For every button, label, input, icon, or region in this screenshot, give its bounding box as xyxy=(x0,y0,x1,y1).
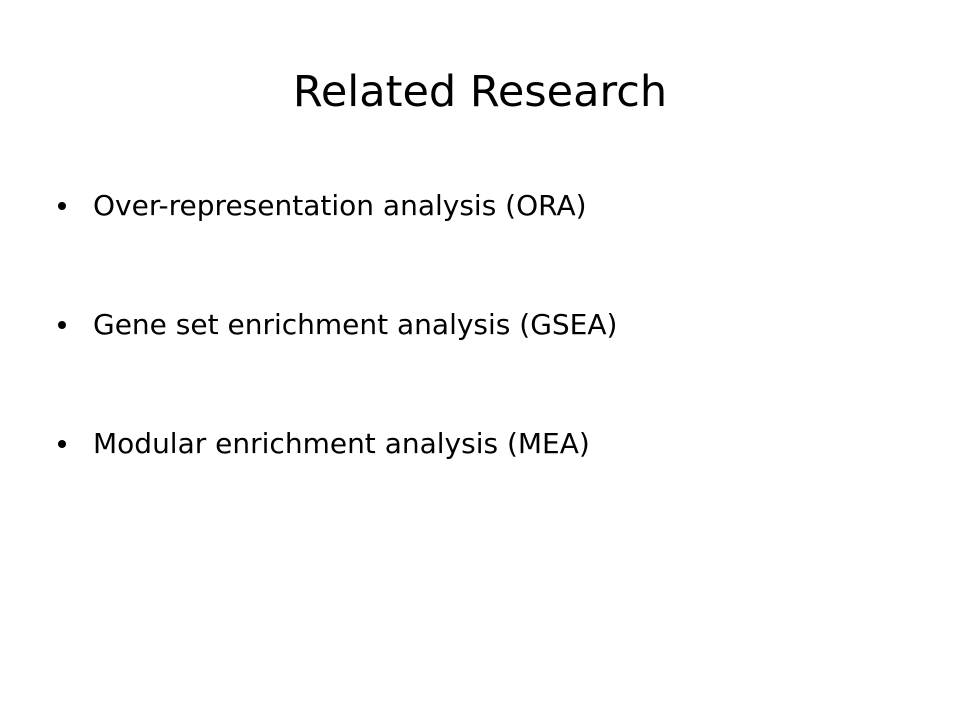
bullet-list: Over-representation analysis (ORA) Gene … xyxy=(58,175,617,532)
slide-title: Related Research xyxy=(292,67,668,117)
bullet-text: Gene set enrichment analysis (GSEA) xyxy=(93,307,618,341)
bullet-dot-icon xyxy=(58,320,66,329)
bullet-item: Over-representation analysis (ORA) xyxy=(58,175,617,236)
bullet-item: Gene set enrichment analysis (GSEA) xyxy=(58,294,617,355)
bullet-dot-icon xyxy=(58,201,66,210)
bullet-item: Modular enrichment analysis (MEA) xyxy=(58,413,617,474)
bullet-dot-icon xyxy=(58,439,66,448)
bullet-text: Over-representation analysis (ORA) xyxy=(93,188,587,222)
bullet-text: Modular enrichment analysis (MEA) xyxy=(93,426,590,460)
